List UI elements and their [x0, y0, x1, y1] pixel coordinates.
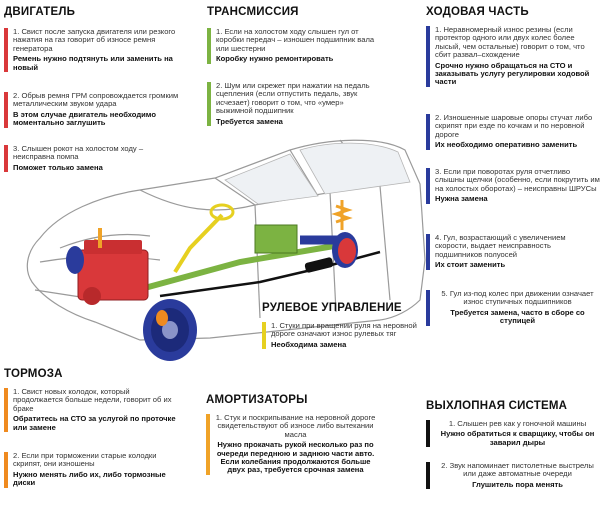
engine-item-3-question: 3. Слышен рокот на холостом ходу – неисп…: [13, 144, 144, 162]
transmission-item-2-answer: Требуется замена: [216, 116, 283, 126]
brakes-title: ТОРМОЗА: [4, 368, 63, 380]
engine-item-1-question: 1. Свист после запуска двигателя или рез…: [13, 27, 176, 53]
brakes-bar: [4, 388, 8, 433]
shock-bar: [206, 414, 210, 475]
engine-item-2-question: 2. Обрыв ремня ГРМ сопровождается громки…: [13, 91, 179, 109]
chassis-bar: [426, 26, 430, 87]
rear-wheel: [332, 232, 358, 268]
exhaust-item-1: 1. Слышен рев как у гоночной машины Нужн…: [426, 419, 600, 448]
exhaust-item-2: 2. Звук напоминает пистолетные выстрелы …: [426, 461, 600, 490]
brakes-item-2: 2. Если при торможении старые колодки ск…: [4, 451, 176, 488]
transmission-item-1-answer: Коробку нужно ремонтировать: [216, 54, 334, 64]
chassis-title: ХОДОВАЯ ЧАСТЬ: [426, 6, 529, 18]
chassis-item-5-question: 5. Гул из-под колес при движении означае…: [441, 289, 594, 307]
chassis-item-4: 4. Гул, возрастающий с увеличением скоро…: [426, 233, 600, 270]
steering-column: [173, 213, 224, 274]
engine-item-2-answer: В этом случае двигатель необходимо момен…: [13, 109, 156, 128]
transmission-item-1-question: 1. Если на холостом ходу слышен гул от к…: [216, 27, 375, 53]
engine-bar: [4, 92, 8, 128]
chassis-bar: [426, 168, 430, 204]
engine-item-3-answer: Поможет только замена: [13, 162, 103, 172]
engine-bar: [4, 145, 8, 173]
windshield: [224, 153, 319, 205]
chassis-item-5-answer: Требуется замена, часто в сборе со ступи…: [450, 307, 585, 326]
exhaust-item-1-question: 1. Слышен рев как у гоночной машины: [448, 419, 587, 428]
exhaust-item-2-question: 2. Звук напоминает пистолетные выстрелы …: [441, 461, 594, 479]
exhaust-item-1-answer: Нужно обратиться к сварщику, чтобы он за…: [440, 429, 595, 447]
exhaust-bar: [426, 462, 430, 490]
shock-item-1-question: 1. Стук и поскрипывание на неровной доро…: [215, 413, 376, 439]
rear-wheel-far: [66, 246, 84, 274]
brakes-item-2-answer: Нужно менять либо их, либо тормозные дис…: [13, 469, 166, 488]
engine-item-1-answer: Ремень нужно подтянуть или заменить на н…: [13, 54, 173, 72]
muffler: [304, 257, 334, 273]
steering-item-1-question: 1. Стуки при вращении руля на неровной д…: [271, 321, 417, 339]
chassis-item-3-question: 3. Если при поворотах руля отчетливо слы…: [435, 167, 600, 193]
exhaust-bar: [426, 420, 430, 448]
chassis-item-4-answer: Их стоит заменить: [435, 260, 506, 270]
brakes-item-2-question: 2. Если при торможении старые колодки ск…: [13, 451, 157, 469]
steering-title: РУЛЕВОЕ УПРАВЛЕНИЕ: [262, 302, 402, 314]
gearbox: [254, 224, 298, 254]
transmission-bar: [207, 28, 211, 64]
chassis-item-1: 1. Неравномерный износ резины (если прот…: [426, 25, 600, 87]
steering-wheel: [209, 203, 235, 221]
engine-item-1: 1. Свист после запуска двигателя или рез…: [4, 27, 184, 73]
steering-bar: [262, 322, 266, 350]
chassis-item-2-question: 2. Изношенные шаровые опоры стучат либо …: [435, 113, 593, 139]
steering-item-1: 1. Стуки при вращении руля на неровной д…: [262, 321, 420, 350]
shock-item-1: 1. Стук и поскрипывание на неровной доро…: [206, 413, 376, 475]
brakes-item-1: 1. Свист новых колодок, который продолжа…: [4, 387, 176, 433]
chassis-item-5: 5. Гул из-под колес при движении означае…: [426, 289, 600, 326]
chassis-item-2: 2. Изношенные шаровые опоры стучат либо …: [426, 113, 600, 150]
chassis-item-1-answer: Срочно нужно обращаться на СТО и заказыв…: [435, 60, 590, 87]
chassis-item-2-answer: Их необходимо оперативно заменить: [435, 140, 578, 150]
exhaust-item-2-answer: Глушитель пора менять: [472, 479, 563, 489]
chassis-bar: [426, 114, 430, 150]
exhaust-title: ВЫХЛОПНАЯ СИСТЕМА: [426, 400, 568, 412]
chassis-bar: [426, 234, 430, 270]
chassis-item-1-question: 1. Неравномерный износ резины (если прот…: [435, 25, 585, 60]
brakes-item-1-question: 1. Свист новых колодок, который продолжа…: [13, 387, 172, 413]
shock-item-1-answer: Нужно прокачать рукой несколько раз по о…: [216, 440, 375, 475]
transmission-title: ТРАНСМИССИЯ: [207, 6, 299, 18]
front-brake-disc: [156, 310, 168, 326]
engine-bar: [4, 28, 8, 73]
steering-item-1-answer: Необходима замена: [271, 339, 347, 349]
chassis-item-3: 3. Если при поворотах руля отчетливо слы…: [426, 167, 600, 204]
side-window: [299, 142, 411, 195]
engine-block: [77, 228, 149, 305]
engine-item-3: 3. Слышен рокот на холостом ходу – неисп…: [4, 144, 184, 173]
transmission-item-2-question: 2. Шум или скрежет при нажатии на педаль…: [216, 81, 370, 116]
brakes-item-1-answer: Обратитесь на СТО за услугой по проточке…: [13, 414, 176, 432]
chassis-item-4-question: 4. Гул, возрастающий с увеличением скоро…: [435, 233, 566, 259]
drive-shaft: [129, 242, 341, 295]
engine-item-2: 2. Обрыв ремня ГРМ сопровождается громки…: [4, 91, 184, 128]
front-wheel: [143, 299, 197, 361]
transmission-item-2: 2. Шум или скрежет при нажатии на педаль…: [207, 81, 375, 127]
chassis-item-3-answer: Нужна замена: [435, 194, 488, 204]
transmission-bar: [207, 82, 211, 127]
rear-shock-absorber: [331, 200, 353, 230]
transmission-item-1: 1. Если на холостом ходу слышен гул от к…: [207, 27, 375, 64]
engine-title: ДВИГАТЕЛЬ: [4, 6, 76, 18]
brakes-bar: [4, 452, 8, 488]
chassis-bar: [426, 290, 430, 326]
shock-title: АМОРТИЗАТОРЫ: [206, 394, 308, 406]
